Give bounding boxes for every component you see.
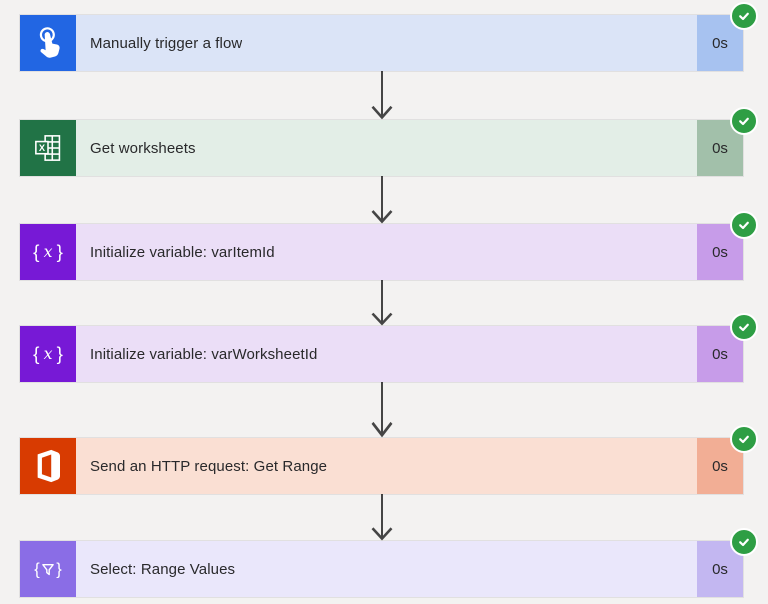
check-icon bbox=[739, 12, 749, 21]
check-icon bbox=[739, 323, 749, 332]
flow-step-send-http-request-get-range[interactable]: Send an HTTP request: Get Range 0s bbox=[20, 425, 758, 494]
connector-arrow bbox=[20, 280, 743, 326]
success-badge bbox=[730, 211, 758, 239]
check-icon bbox=[739, 435, 749, 444]
flow-step-manual-trigger[interactable]: Manually trigger a flow 0s bbox=[20, 2, 758, 71]
svg-text:}: } bbox=[57, 241, 63, 262]
svg-text:X: X bbox=[39, 143, 46, 153]
step-label: Send an HTTP request: Get Range bbox=[90, 457, 328, 475]
svg-text:x: x bbox=[44, 344, 53, 363]
step-label: Initialize variable: varItemId bbox=[90, 243, 275, 261]
svg-text:}: } bbox=[56, 561, 62, 579]
select-icon: { } bbox=[20, 541, 76, 597]
flow-step-initialize-variable-varitemid[interactable]: { x } Initialize variable: varItemId 0s bbox=[20, 211, 758, 280]
office-icon bbox=[20, 438, 76, 494]
connector-arrow bbox=[20, 382, 743, 438]
flow-step-get-worksheets[interactable]: X Get worksheets 0s bbox=[20, 107, 758, 176]
success-badge bbox=[730, 313, 758, 341]
variable-icon: { x } bbox=[20, 326, 76, 382]
step-label: Initialize variable: varWorksheetId bbox=[90, 345, 318, 363]
success-badge bbox=[730, 528, 758, 556]
check-icon bbox=[739, 221, 749, 230]
svg-text:x: x bbox=[44, 242, 53, 261]
success-badge bbox=[730, 425, 758, 453]
success-badge bbox=[730, 2, 758, 30]
connector-arrow bbox=[20, 71, 743, 120]
step-label: Manually trigger a flow bbox=[90, 34, 243, 52]
step-duration: 0s bbox=[697, 15, 743, 71]
success-badge bbox=[730, 107, 758, 135]
flow-step-initialize-variable-varworksheetid[interactable]: { x } Initialize variable: varWorksheetI… bbox=[20, 313, 758, 382]
step-label: Select: Range Values bbox=[90, 560, 236, 578]
flow-step-select-range-values[interactable]: { } Select: Range Values 0s bbox=[20, 528, 758, 597]
variable-icon: { x } bbox=[20, 224, 76, 280]
svg-text:{: { bbox=[34, 561, 40, 579]
manual-trigger-icon bbox=[20, 15, 76, 71]
step-label: Get worksheets bbox=[90, 139, 196, 157]
check-icon bbox=[739, 538, 749, 547]
excel-icon: X bbox=[20, 120, 76, 176]
check-icon bbox=[739, 117, 749, 126]
svg-text:}: } bbox=[57, 343, 63, 364]
svg-text:{: { bbox=[33, 343, 39, 364]
connector-arrow bbox=[20, 176, 743, 224]
svg-text:{: { bbox=[33, 241, 39, 262]
connector-arrow bbox=[20, 494, 743, 541]
